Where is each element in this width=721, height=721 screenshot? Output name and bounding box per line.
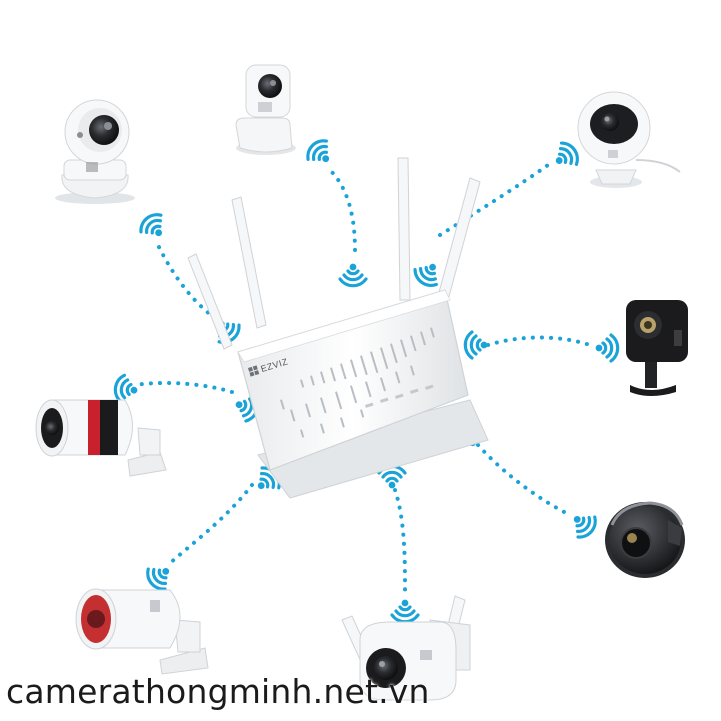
path-router-to-mini xyxy=(328,168,357,252)
path-router-to-c6 xyxy=(438,163,550,237)
globe-camera xyxy=(577,91,681,188)
router-vent-pattern xyxy=(280,327,435,438)
path-router-to-ptz xyxy=(156,243,217,320)
mini-camera xyxy=(235,64,296,155)
ptz-camera xyxy=(55,99,135,204)
wifi-icon xyxy=(555,141,579,166)
wifi-icon xyxy=(463,330,488,360)
router: EZVIZ xyxy=(187,157,489,499)
cube-camera xyxy=(626,300,688,396)
router-antennas xyxy=(187,157,481,350)
path-router-to-dome xyxy=(476,443,572,517)
signal-paths xyxy=(133,163,592,592)
fisheye-camera xyxy=(605,501,685,578)
wifi-icon xyxy=(338,263,368,288)
wifi-icon xyxy=(306,139,330,163)
bullet-camera xyxy=(75,588,209,675)
bullet-camera-red xyxy=(35,399,167,477)
router-status-lights xyxy=(365,384,434,408)
wifi-icon xyxy=(573,515,597,539)
wifi-icon xyxy=(146,567,170,591)
wifi-icons xyxy=(113,139,620,624)
wifi-icon xyxy=(139,213,163,237)
wifi-icon xyxy=(113,373,138,403)
outdoor-camera xyxy=(341,595,471,701)
path-router-to-outdoor xyxy=(393,488,407,592)
watermark-text: camerathongminh.net.vn xyxy=(6,672,430,711)
wifi-icon xyxy=(595,333,620,363)
path-router-to-bullet-left xyxy=(133,380,234,394)
path-router-to-cube xyxy=(486,335,592,347)
path-router-to-bullet-bottom xyxy=(166,483,254,567)
wifi-icon xyxy=(390,599,420,624)
wifi-icon xyxy=(413,263,438,287)
